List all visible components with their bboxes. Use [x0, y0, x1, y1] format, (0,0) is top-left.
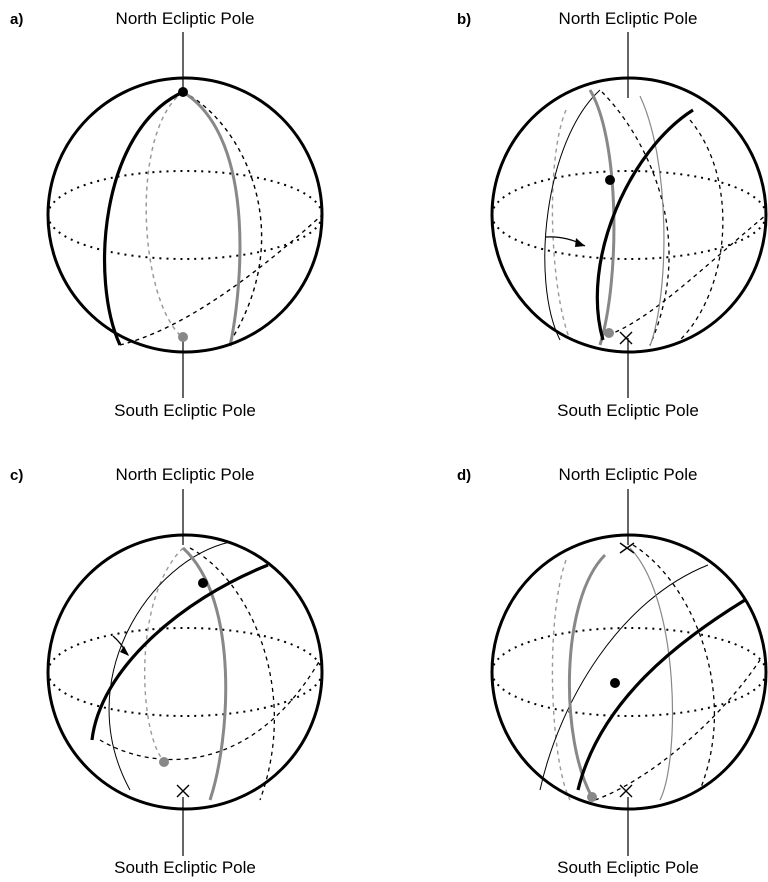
panel-label: b): [457, 11, 471, 28]
north-pole-label: North Ecliptic Pole: [559, 465, 698, 484]
lower-back-arc: [607, 214, 767, 336]
south-pole-cross: [176, 784, 190, 798]
north-pole-dot: [605, 175, 615, 185]
equator-front-dotted: [47, 214, 323, 260]
south-pole-label: South Ecliptic Pole: [114, 401, 256, 420]
lower-back-arc: [594, 659, 761, 801]
rotation-arrowhead: [575, 238, 585, 247]
north-pole-dot: [178, 87, 188, 97]
gray-great-circle-front: [182, 90, 242, 347]
panel-a: a) North Ecliptic Pole South Ecliptic Po…: [10, 9, 324, 420]
panel-b: b) North Ecliptic Pole South Ecliptic Po…: [457, 9, 768, 420]
panel-label: c): [10, 467, 23, 484]
equator-front-dotted: [47, 671, 323, 717]
celestial-sphere-outline: [46, 76, 324, 354]
lower-back-arc: [119, 214, 323, 346]
south-pole-cross: [619, 784, 633, 798]
south-pole-label: South Ecliptic Pole: [557, 401, 699, 420]
south-pole-dot: [587, 792, 597, 802]
equator-front-dotted: [491, 214, 767, 260]
south-pole-cross: [619, 331, 633, 345]
thin-black-great-circle: [108, 541, 231, 791]
equator-back-dotted: [491, 170, 767, 216]
gray-meridian-back: [551, 109, 571, 341]
gray-great-circle-front: [181, 546, 228, 801]
south-pole-dot: [178, 332, 188, 342]
black-great-circle-front: [595, 108, 694, 341]
gray-meridian-back: [551, 559, 571, 801]
panel-label: d): [457, 467, 471, 484]
black-meridian-back: [189, 547, 275, 801]
gray-meridian-back: [145, 91, 184, 339]
lower-back-arc: [99, 659, 321, 761]
north-pole-label: North Ecliptic Pole: [559, 9, 698, 28]
gray-great-circle-front: [588, 89, 616, 346]
black-meridian-back: [182, 91, 263, 343]
north-pole-dot: [198, 578, 208, 588]
south-pole-dot: [159, 757, 169, 767]
black-great-circle-front: [576, 598, 746, 791]
black-great-circle-front: [102, 90, 184, 346]
equator-back-dotted: [47, 627, 323, 673]
thin-gray-great-circle: [639, 95, 665, 347]
south-pole-label: South Ecliptic Pole: [114, 858, 256, 877]
black-great-circle-front: [90, 563, 269, 741]
thin-black-great-circle: [544, 89, 601, 341]
south-pole-label: South Ecliptic Pole: [557, 858, 699, 877]
gray-great-circle-front: [567, 553, 607, 798]
north-pole-label: North Ecliptic Pole: [116, 9, 255, 28]
north-pole-label: North Ecliptic Pole: [116, 465, 255, 484]
gray-meridian-back: [144, 547, 184, 763]
celestial-sphere-outline: [490, 76, 768, 354]
thin-gray-great-circle: [629, 547, 674, 801]
equator-back-dotted: [491, 627, 767, 673]
black-meridian-back: [679, 119, 724, 341]
panel-c: c) North Ecliptic Pole South Ecliptic Po…: [10, 465, 324, 877]
panel-label: a): [10, 11, 23, 28]
black-meridian-back: [632, 544, 715, 791]
equator-back-dotted: [47, 170, 323, 216]
north-pole-cross: [619, 542, 635, 554]
south-pole-dot: [604, 328, 614, 338]
celestial-sphere-outline: [46, 533, 324, 811]
thin-black-great-circle: [539, 564, 709, 791]
celestial-sphere-outline: [490, 533, 768, 811]
panel-d: d) North Ecliptic Pole South Ecliptic Po…: [457, 465, 768, 877]
rotation-arrowhead: [120, 646, 129, 656]
north-pole-dot: [610, 678, 620, 688]
